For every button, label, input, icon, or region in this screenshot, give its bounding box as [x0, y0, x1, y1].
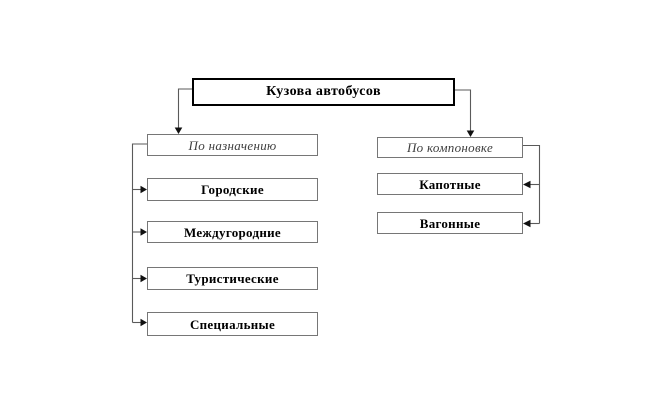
connector-root-to-layout	[455, 89, 475, 137]
rail-layout-items	[523, 144, 541, 228]
node-item-wagon: Вагонные	[377, 212, 523, 234]
node-group-header-layout: По компоновке	[377, 137, 523, 158]
node-item-intercity: Междугородние	[147, 221, 318, 243]
rail-purpose-items	[131, 143, 147, 327]
node-item-tourist: Туристические	[147, 267, 318, 290]
node-root-bus-bodies: Кузова автобусов	[192, 78, 455, 106]
node-group-header-purpose: По назначению	[147, 134, 318, 156]
node-item-hooded: Капотные	[377, 173, 523, 195]
connector-root-to-purpose	[174, 88, 192, 134]
node-item-special: Специальные	[147, 312, 318, 336]
node-item-city: Городские	[147, 178, 318, 201]
